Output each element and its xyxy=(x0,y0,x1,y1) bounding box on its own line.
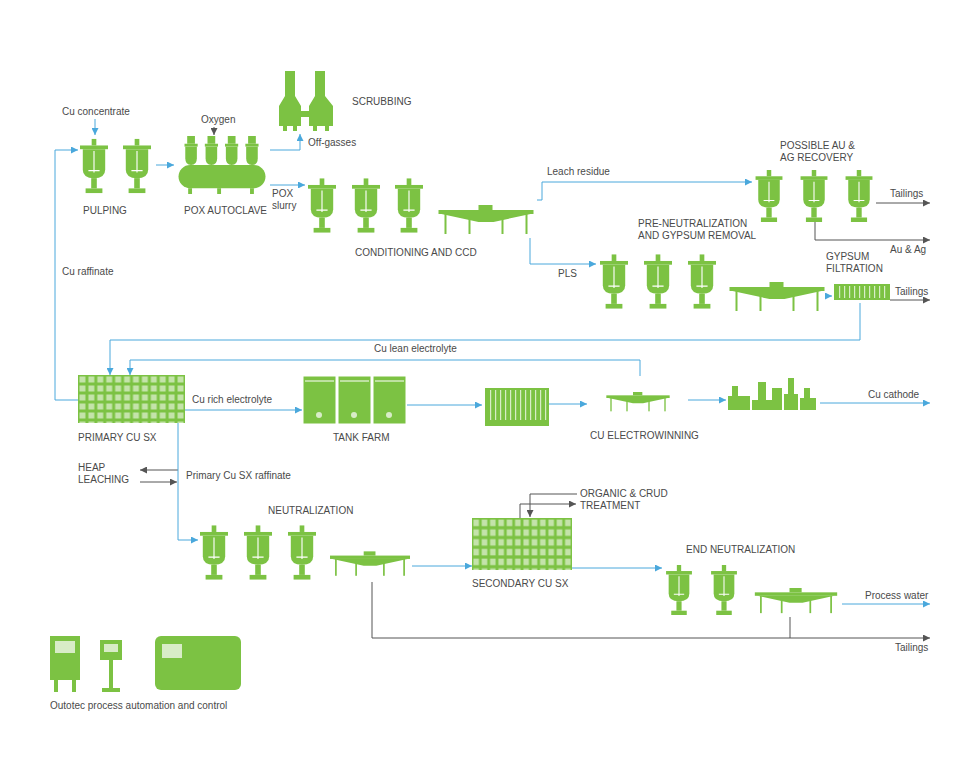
stream-label: PLS xyxy=(556,268,579,280)
stream-note: Cu cathode xyxy=(868,389,919,401)
unit-label: Outotec process automation and control xyxy=(50,700,227,712)
stream-label: Leach residue xyxy=(545,166,612,178)
ccd-unit: CONDITIONING AND CCD xyxy=(305,176,537,238)
unit-label: SCRUBBING xyxy=(352,96,411,108)
flow-connector xyxy=(270,134,300,150)
unit-label: POX AUTOCLAVE xyxy=(184,205,267,217)
unit-label: CU ELECTROWINNING xyxy=(590,430,699,442)
flow-connector xyxy=(185,410,302,411)
flow-connector xyxy=(130,360,640,376)
stream-note: Tailings xyxy=(890,188,923,200)
sx-unit: PRIMARY CU SX xyxy=(78,375,185,423)
sx-unit: SECONDARY CU SX xyxy=(472,518,572,570)
flow-connector xyxy=(412,566,472,567)
flow-connector xyxy=(407,405,482,406)
stream-lines xyxy=(95,119,930,638)
flow-connector xyxy=(530,238,596,264)
flow-connector xyxy=(828,296,832,297)
stream-label: Cu raffinate xyxy=(60,266,116,278)
stream-note: Au & Ag xyxy=(890,244,926,256)
unit-label: PULPING xyxy=(83,205,127,217)
filtration-unit: GYPSUM FILTRATION xyxy=(832,281,892,303)
stream-note: HEAP LEACHING xyxy=(78,462,133,486)
unit-label: PRIMARY CU SX xyxy=(78,432,157,444)
pulping-unit: PULPING xyxy=(78,135,156,197)
unit-label: CONDITIONING AND CCD xyxy=(355,247,477,259)
autoclave-unit: POX AUTOCLAVE xyxy=(174,134,270,196)
stream-label: Cu rich electrolyte xyxy=(190,394,274,406)
unit-label: END NEUTRALIZATION xyxy=(686,544,795,556)
unit-label: NEUTRALIZATION xyxy=(268,505,353,517)
stream-label: POX slurry xyxy=(270,188,308,212)
flow-connector xyxy=(537,182,752,200)
stream-note: Cu concentrate xyxy=(62,106,130,118)
control-system: Outotec process automation and control xyxy=(48,632,243,694)
flow-connector xyxy=(270,185,305,186)
unit-label: GYPSUM FILTRATION xyxy=(826,251,888,275)
flow-connector xyxy=(156,165,174,166)
stream-note: Tailings xyxy=(895,286,928,298)
flow-connector xyxy=(110,303,860,375)
stream-note: Process water xyxy=(865,590,928,602)
unit-label: PRE-NEUTRALIZATION AND GYPSUM REMOVAL xyxy=(638,218,763,242)
scrubber-unit: SCRUBBING xyxy=(275,68,339,134)
stream-label: Cu lean electrolyte xyxy=(372,343,459,355)
recovery-unit: POSSIBLE AU & AG RECOVERY xyxy=(752,168,876,224)
unit-label: POSSIBLE AU & AG RECOVERY xyxy=(780,140,865,164)
stream-label: Primary Cu SX raffinate xyxy=(184,470,293,482)
stream-label: Off-gasses xyxy=(306,137,358,149)
stream-note: Oxygen xyxy=(201,114,235,126)
unit-label: SECONDARY CU SX xyxy=(472,578,568,590)
stream-note: ORGANIC & CRUD TREATMENT xyxy=(580,488,670,512)
electrowinning-unit: CU ELECTROWINNING xyxy=(482,376,820,428)
equipment-icons xyxy=(50,71,890,692)
flow-connector xyxy=(572,568,662,569)
tank-farm-unit: TANK FARM xyxy=(302,375,407,425)
neutralization-unit: END NEUTRALIZATION xyxy=(662,562,842,617)
neutralization-unit: PRE-NEUTRALIZATION AND GYPSUM REMOVAL xyxy=(596,252,828,314)
neutralization-unit: NEUTRALIZATION xyxy=(198,522,412,582)
stream-note: Tailings xyxy=(895,642,928,654)
unit-label: TANK FARM xyxy=(333,432,389,444)
